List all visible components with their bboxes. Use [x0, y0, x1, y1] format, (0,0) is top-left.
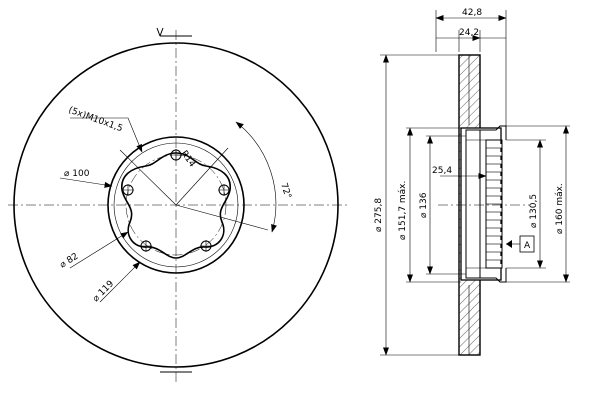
bolt-hole-cross	[170, 149, 182, 161]
section-arrow-top	[156, 27, 164, 37]
dia-100-label: ⌀ 100	[64, 169, 90, 179]
radial-line	[119, 149, 177, 206]
dia-136-label: ⌀ 136	[419, 192, 429, 218]
bolt-holes	[122, 149, 230, 252]
hub-flange	[465, 129, 481, 279]
bolt-hole-cross	[140, 240, 152, 252]
dia-130-label: ⌀ 130,5	[529, 194, 539, 228]
max-dia-label: ⌀ 151,7 máx.	[398, 181, 408, 240]
datum-triangle	[506, 240, 512, 248]
hat-bottom-edge	[480, 268, 507, 283]
front-view: 72° (5x)M10x1,5 R14 ⌀ 100 ⌀ 82 ⌀ 119	[8, 27, 350, 382]
bolt-hole-cross	[122, 184, 134, 196]
side-view: 42,8 24,2 ⌀ 275,8 ⌀ 151,7 máx.	[374, 8, 570, 356]
radial-line	[175, 147, 229, 206]
dia-119-label: ⌀ 119	[91, 279, 116, 304]
angle-arc	[235, 121, 277, 233]
outer-dia-label: ⌀ 275,8	[374, 198, 384, 232]
dia-160-label: ⌀ 160 máx.	[555, 183, 565, 234]
bolt-hole-cross	[218, 184, 230, 196]
thread-label: (5x)M10x1,5	[67, 105, 124, 134]
center-bore-profile	[121, 152, 231, 259]
angle-label: 72°	[278, 182, 292, 200]
datum-box	[519, 235, 535, 253]
bolt-hole-cross	[200, 240, 212, 252]
dia-119-leader	[99, 261, 141, 303]
total-thickness-label: 42,8	[462, 8, 482, 18]
hat-depth-label: 25,4	[432, 166, 452, 176]
hat-top-edge	[480, 125, 507, 140]
dia-82-leader	[69, 231, 129, 269]
radius-label: R14	[179, 149, 198, 169]
datum-label: A	[524, 241, 531, 251]
disc-thickness-label: 24,2	[459, 28, 479, 38]
dia-100-leader	[59, 177, 113, 188]
thread-leader	[70, 117, 143, 153]
hub-teeth	[485, 139, 503, 269]
dia-82-label: ⌀ 82	[58, 252, 80, 271]
